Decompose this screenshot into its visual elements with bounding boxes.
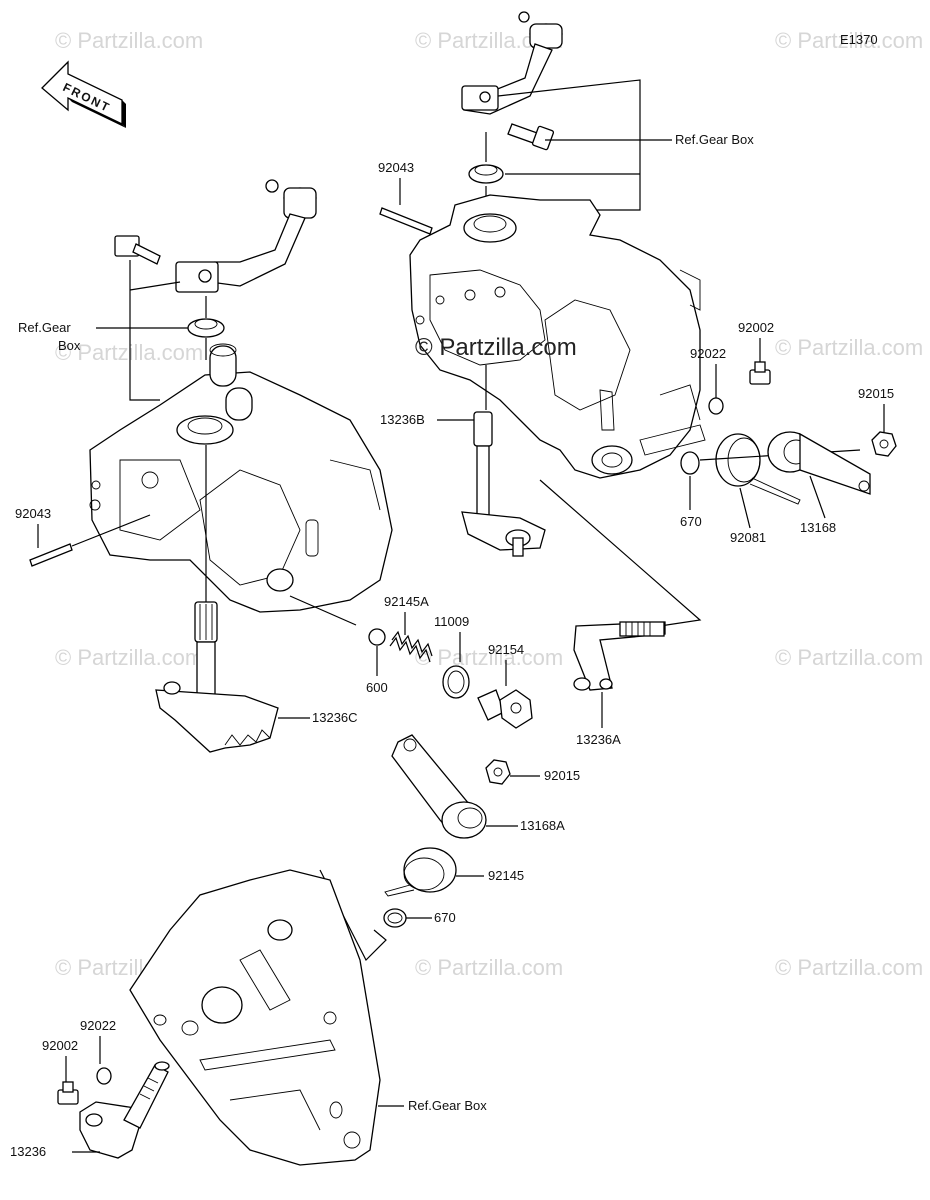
- label-92081: 92081: [730, 530, 766, 545]
- label-92022-bottom: 92022: [80, 1018, 116, 1033]
- o-ring-670-mid: [383, 908, 407, 928]
- label-670-mid: 670: [434, 910, 456, 925]
- label-ref-gear-left-2: Box: [58, 338, 81, 353]
- shaft-13236: [79, 1061, 170, 1159]
- label-ref-gear-box-bottom: Ref.Gear Box: [408, 1098, 487, 1113]
- shaft-13236C: [155, 601, 279, 753]
- bolt-top-right: [507, 123, 555, 151]
- center-watermark: © Partzilla.com: [415, 334, 577, 361]
- label-92154: 92154: [488, 642, 524, 657]
- shift-arm-top-right: [461, 11, 563, 115]
- pin-92043-top: [379, 207, 433, 235]
- plug-92154: [477, 689, 533, 729]
- nut-92015-mid: [485, 759, 511, 785]
- watermark: © Partzilla.com: [775, 645, 923, 670]
- seal-left: [187, 318, 225, 338]
- spring-92145A: [389, 630, 433, 663]
- spring-92145: [384, 847, 457, 897]
- diagram-code: E1370: [840, 32, 878, 47]
- label-92002-right: 92002: [738, 320, 774, 335]
- bolt-92002-bottom: [57, 1081, 79, 1105]
- label-92043-left: 92043: [15, 506, 51, 521]
- label-13236C: 13236C: [312, 710, 358, 725]
- nut-92015-right: [871, 431, 897, 457]
- label-13236B: 13236B: [380, 412, 425, 427]
- label-92002-bottom: 92002: [42, 1038, 78, 1053]
- label-92043-top: 92043: [378, 160, 414, 175]
- gear-box-bottom: [129, 869, 381, 1166]
- label-13236A: 13236A: [576, 732, 621, 747]
- label-11009: 11009: [434, 614, 469, 629]
- shaft-13236B: [461, 411, 546, 557]
- label-13168A: 13168A: [520, 818, 565, 833]
- washer-92022-right: [708, 397, 724, 415]
- watermark: © Partzilla.com: [55, 645, 203, 670]
- bolt-92002-right: [749, 361, 771, 385]
- arm-13168: [767, 431, 871, 495]
- o-ring-670-right: [680, 451, 700, 475]
- seal-top-right: [468, 164, 504, 184]
- shaft-13236A: [573, 621, 666, 691]
- bolt-left: [114, 235, 161, 265]
- watermark: © Partzilla.com: [775, 955, 923, 980]
- washer-92022-bottom: [96, 1067, 112, 1085]
- pin-92043-left: [29, 543, 73, 567]
- label-ref-gear-box-top: Ref.Gear Box: [675, 132, 754, 147]
- watermark: © Partzilla.com: [55, 28, 203, 53]
- shift-arm-left: [175, 179, 317, 293]
- label-92022-right: 92022: [690, 346, 726, 361]
- label-92015-right: 92015: [858, 386, 894, 401]
- watermark: © Partzilla.com: [415, 645, 563, 670]
- label-92145: 92145: [488, 868, 524, 883]
- watermark: © Partzilla.com: [775, 28, 923, 53]
- label-92015-mid: 92015: [544, 768, 580, 783]
- gear-box-left: [89, 343, 393, 613]
- washer-11009: [442, 665, 470, 699]
- label-670-right: 670: [680, 514, 702, 529]
- label-13236: 13236: [10, 1144, 46, 1159]
- spring-92081: [715, 433, 801, 505]
- gear-box-top-right: [409, 194, 706, 479]
- label-ref-gear-left-1: Ref.Gear: [18, 320, 71, 335]
- ball-600: [368, 628, 386, 646]
- label-13168: 13168: [800, 520, 836, 535]
- label-600: 600: [366, 680, 388, 695]
- watermark: © Partzilla.com: [775, 335, 923, 360]
- watermark: © Partzilla.com: [55, 340, 203, 365]
- arm-13168A: [391, 734, 487, 839]
- watermark: © Partzilla.com: [415, 955, 563, 980]
- front-arrow-icon: FRONT: [41, 60, 126, 128]
- label-92145A: 92145A: [384, 594, 429, 609]
